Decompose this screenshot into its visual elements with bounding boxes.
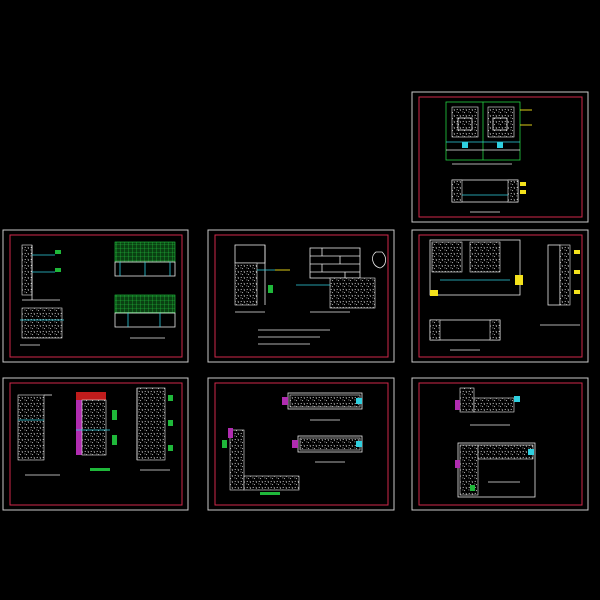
sheet-2-right-detail-a <box>114 241 176 277</box>
sheet-6-border <box>214 382 389 506</box>
sheet-7-border <box>418 382 583 506</box>
sheet-4 <box>411 229 589 363</box>
sheet-5-section-b <box>76 392 117 471</box>
sheet-6-middle-detail <box>292 435 363 463</box>
sheet-4-plan <box>429 319 501 351</box>
sheet-3 <box>207 229 395 363</box>
sheet-7-frame <box>411 377 589 511</box>
sheet-4-side-section <box>540 244 580 326</box>
sheet-2-left-detail <box>20 244 64 346</box>
sheet-4-border <box>418 234 583 358</box>
sheet-1-section-drawing <box>451 179 526 213</box>
sheet-2-frame <box>2 229 189 363</box>
sheet-1-elevation-drawing <box>445 101 532 165</box>
sheet-5-border <box>9 382 183 506</box>
sheet-7-corner-detail <box>455 442 536 498</box>
sheet-4-elevation <box>429 239 523 296</box>
sheet-7-top-detail <box>455 387 520 426</box>
sheet-1-border <box>418 96 583 218</box>
sheet-5-section-a <box>17 394 60 476</box>
sheet-2-border <box>9 234 183 358</box>
sheet-7 <box>411 377 589 511</box>
sheet-6-top-detail <box>282 392 363 421</box>
sheet-3-notes <box>258 329 330 345</box>
sheet-4-frame <box>411 229 589 363</box>
sheet-1 <box>411 91 589 223</box>
sheet-6 <box>207 377 395 511</box>
sheet-5 <box>2 377 189 511</box>
sheet-3-brick-detail <box>296 247 376 313</box>
sheet-3-wall-section <box>234 244 290 313</box>
sheet-2 <box>2 229 189 363</box>
sheet-5-frame <box>2 377 189 511</box>
sheet-2-right-detail-b <box>114 294 176 339</box>
sheet-6-frame <box>207 377 395 511</box>
sheet-6-corner-detail <box>222 428 300 495</box>
sheet-3-hand-icon <box>372 251 386 269</box>
sheet-3-border <box>214 234 389 358</box>
sheet-3-frame <box>207 229 395 363</box>
sheet-1-frame <box>411 91 589 223</box>
sheet-5-section-c <box>136 387 173 471</box>
